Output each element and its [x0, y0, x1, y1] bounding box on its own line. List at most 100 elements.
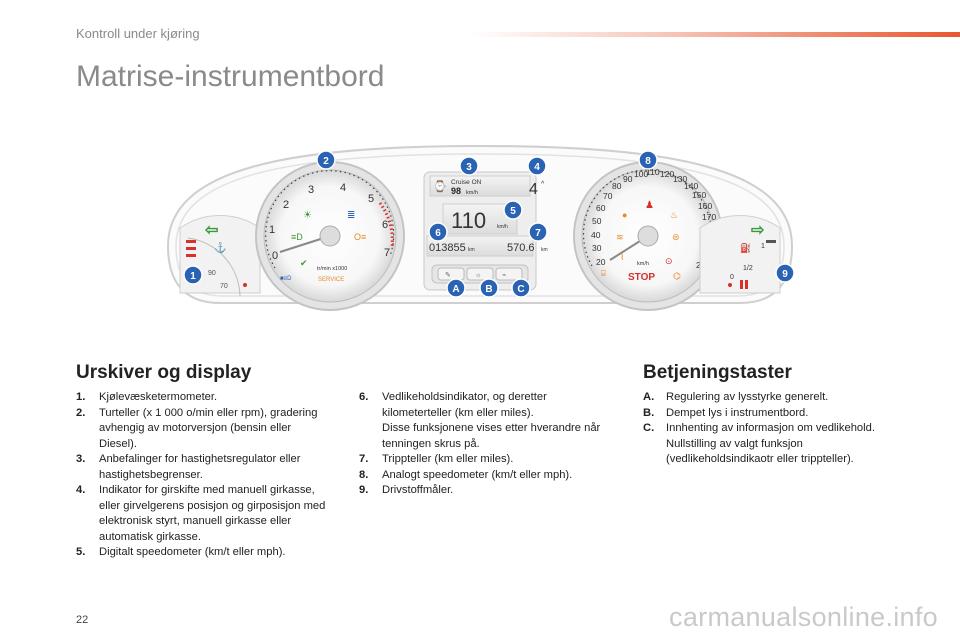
fuel-gauge: 1 1/2 0 ⛽ [699, 215, 781, 294]
preheat-icon: ⌇ [620, 252, 624, 262]
list-item: 6.Vedlikeholdsindikator, og deretter kil… [359, 391, 601, 450]
service-wrench-icon: ✔ [300, 258, 308, 268]
battery-icon: ⌸ [601, 269, 606, 278]
callout-C: C [517, 284, 524, 295]
callout-B: B [485, 284, 492, 295]
list-item: 1.Kjølevæsketermometer. [76, 391, 218, 403]
callout-5: 5 [510, 206, 516, 217]
speedo-tick-70: 70 [603, 191, 613, 201]
speedo-tick-110: 110 [646, 167, 660, 177]
callout-2: 2 [323, 156, 329, 167]
callout-6: 6 [435, 228, 441, 239]
speedo-tick-40: 40 [591, 230, 601, 240]
temp-tick-70: 70 [220, 283, 228, 290]
rpm-unit-label: tr/min x1000 [317, 266, 347, 272]
airbag-icon: ● [622, 210, 627, 220]
list-item: C.Innhenting av informasjon om vedlikeho… [643, 422, 875, 465]
central-display: ⌚ Cruise ON 98 km/h 4 ^ 110 km/h 013855 … [423, 171, 548, 291]
speedo-unit-label: km/h [637, 261, 649, 267]
header-accent-bar [470, 32, 960, 37]
digital-speed-unit: km/h [497, 224, 508, 230]
speedo-tick-130: 130 [673, 174, 687, 184]
controls-heading: Betjeningstaster [643, 362, 792, 383]
speedo-tick-80: 80 [612, 181, 622, 191]
stop-warning-label: STOP [628, 272, 655, 283]
fuel-tick-full: 1 [761, 243, 765, 250]
list-item: 9.Drivstoffmåler. [359, 484, 454, 496]
list-item: 2.Turteller (x 1 000 o/min eller rpm), g… [76, 406, 318, 450]
speedo-tick-160: 160 [698, 201, 712, 211]
fog-light-icon: ≣ [347, 210, 355, 221]
odometer-value: 013855 [429, 242, 466, 254]
callout-1: 1 [190, 271, 196, 282]
speedometer-dial: 20 30 40 50 60 70 80 90 100 110 120 130 … [573, 161, 723, 311]
speedo-tick-100: 100 [634, 169, 648, 179]
fuel-pump-icon: ⛽ [740, 242, 751, 253]
tacho-tick-7: 7 [384, 247, 390, 259]
list-item: 5.Digitalt speedometer (km/t eller mph). [76, 546, 286, 558]
tacho-tick-5: 5 [368, 193, 374, 205]
control-buttons: ✎ ☼ ⌁ [431, 264, 529, 284]
fuel-tick-half: 1/2 [743, 265, 753, 272]
page-title: Matrise-instrumentbord [76, 60, 385, 93]
reset-button[interactable] [495, 267, 523, 281]
speedo-tick-120: 120 [660, 169, 674, 179]
section-header: Kontroll under kjøring [76, 26, 200, 41]
callout-3: 3 [466, 162, 472, 173]
cruise-label: Cruise ON [451, 179, 482, 186]
left-turn-indicator-icon: ⇦ [204, 222, 218, 239]
tyre-pressure-icon: ⊜ [672, 232, 680, 242]
speedo-tick-90: 90 [623, 174, 633, 184]
speedo-tick-30: 30 [592, 243, 602, 253]
dim-button[interactable] [466, 267, 494, 281]
digital-speed: 110 [451, 208, 486, 233]
brightness-button[interactable] [437, 267, 465, 281]
speedo-tick-60: 60 [596, 203, 606, 213]
tacho-tick-2: 2 [283, 199, 289, 211]
temp-tick-90: 90 [208, 270, 216, 277]
brake-icon: ⊙ [665, 256, 673, 266]
tacho-tick-6: 6 [382, 219, 388, 231]
callout-8: 8 [645, 156, 651, 167]
dials-list-continued: 6.Vedlikeholdsindikator, og deretter kil… [359, 390, 609, 499]
speedo-tick-170: 170 [702, 212, 716, 222]
tacho-tick-4: 4 [340, 182, 346, 194]
callout-9: 9 [782, 269, 788, 280]
odometer-unit: km [468, 247, 475, 253]
engine-check-icon: ⌬ [673, 271, 681, 281]
dials-heading: Urskiver og display [76, 362, 252, 383]
reset-icon: ⌁ [502, 272, 506, 279]
cruise-speed: 98 [451, 186, 461, 196]
passenger-airbag-icon: ♨ [670, 210, 678, 220]
tacho-tick-3: 3 [308, 184, 314, 196]
gear-indicator: 4 [529, 181, 538, 198]
page-number: 22 [76, 614, 89, 626]
callout-4: 4 [534, 162, 540, 173]
tripmeter-unit: km [541, 247, 548, 253]
speedo-tick-150: 150 [692, 190, 706, 200]
controls-list: A.Regulering av lysstyrke generelt. B.De… [643, 390, 903, 468]
coolant-icon: ⚓ [214, 241, 226, 254]
speedo-tick-20: 20 [596, 257, 606, 267]
rear-fog-icon: O≡ [354, 232, 366, 242]
list-item: A.Regulering av lysstyrke generelt. [643, 391, 829, 403]
sidelights-icon: ☀ [303, 210, 312, 221]
right-turn-indicator-icon: ⇨ [751, 222, 765, 239]
speedo-tick-50: 50 [592, 216, 602, 226]
list-item: 7.Trippteller (km eller miles). [359, 453, 514, 465]
list-item: 8.Analogt speedometer (km/t eller mph). [359, 468, 573, 481]
dials-list: 1.Kjølevæsketermometer. 2.Turteller (x 1… [76, 390, 328, 561]
tacho-tick-0: 0 [272, 250, 278, 262]
dipped-beam-icon: ≡D [291, 232, 303, 242]
watermark: carmanualsonline.info [669, 602, 938, 632]
fuel-tick-empty: 0 [730, 274, 734, 281]
cruise-speedometer-icon: ⌚ [433, 180, 447, 193]
list-item: 4.Indikator for girskifte med manuell gi… [76, 484, 326, 543]
callout-7: 7 [535, 228, 541, 239]
list-item: 3.Anbefalinger for hastighetsregulator e… [76, 453, 301, 481]
dim-icon: ☼ [475, 272, 481, 279]
speedo-tick-140: 140 [684, 181, 698, 191]
gear-shift-arrow: ^ [541, 181, 545, 188]
list-item: B.Dempet lys i instrumentbord. [643, 406, 809, 419]
instrument-panel-figure: 90 70 ⚓ ⇦ 0 1 2 3 4 5 6 7 ☀ ≣ ≡D O≡ ✔ tr… [166, 144, 795, 311]
